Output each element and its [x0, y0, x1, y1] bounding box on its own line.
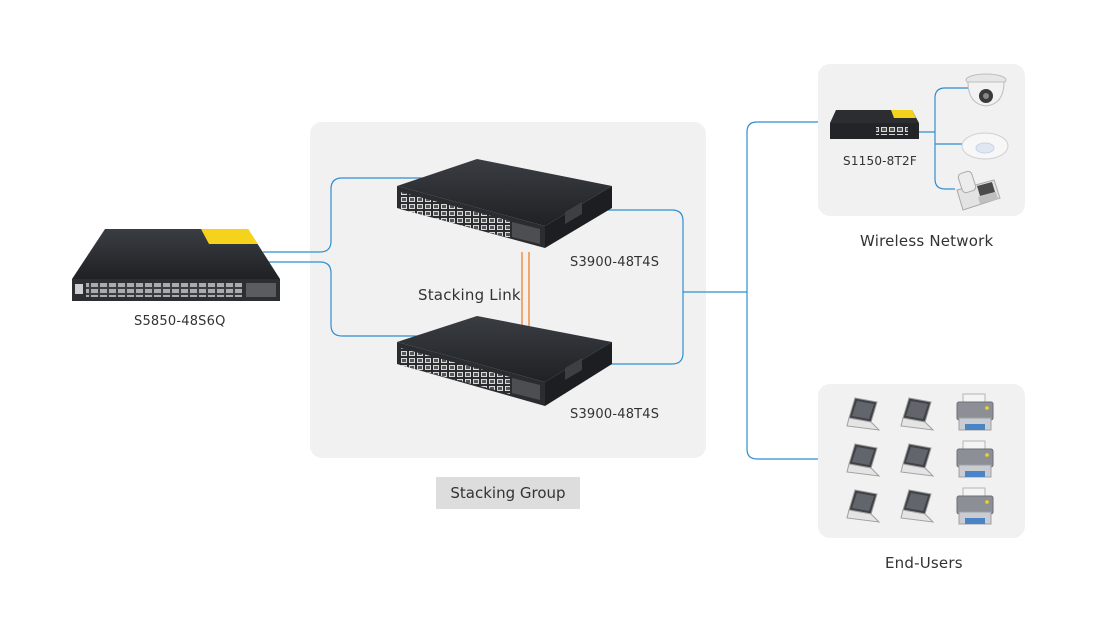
core-to-bottom-link [263, 261, 430, 337]
stacking-link-cables [521, 252, 530, 326]
laptop-icon [846, 443, 881, 477]
bottom-to-aggregation-link [604, 292, 684, 365]
stack-switch-bottom-label: S3900-48T4S [570, 407, 660, 422]
wireless-network-label: Wireless Network [860, 232, 994, 250]
end-user-devices [846, 393, 994, 525]
printer-icon [956, 393, 994, 431]
ip-phone-icon [956, 170, 1001, 211]
aggregation-trunk [746, 121, 818, 460]
laptop-icon [900, 397, 935, 431]
stacking-group-label: Stacking Group [436, 477, 580, 509]
top-to-aggregation-link [604, 209, 747, 293]
stacking-link-label: Stacking Link [418, 286, 521, 304]
stack-switch-top-icon [397, 159, 612, 248]
end-users-label: End-Users [885, 554, 963, 572]
wireless-switch-icon [830, 110, 919, 139]
laptop-icon [900, 443, 935, 477]
uplink-cables [263, 87, 985, 460]
laptop-icon [900, 489, 935, 523]
laptop-icon [846, 397, 881, 431]
laptop-icon [846, 489, 881, 523]
printer-icon [956, 487, 994, 525]
wireless-switch-label: S1150-8T2F [843, 154, 917, 168]
wireless-branch-links [919, 87, 985, 190]
core-switch-icon [72, 229, 280, 301]
printer-icon [956, 440, 994, 478]
stack-switch-bottom-icon [397, 316, 612, 406]
stack-switch-top-label: S3900-48T4S [570, 255, 660, 270]
access-point-icon [961, 132, 1009, 160]
core-switch-label: S5850-48S6Q [134, 314, 226, 329]
core-to-top-link [263, 177, 430, 253]
dome-camera-icon [965, 73, 1007, 107]
